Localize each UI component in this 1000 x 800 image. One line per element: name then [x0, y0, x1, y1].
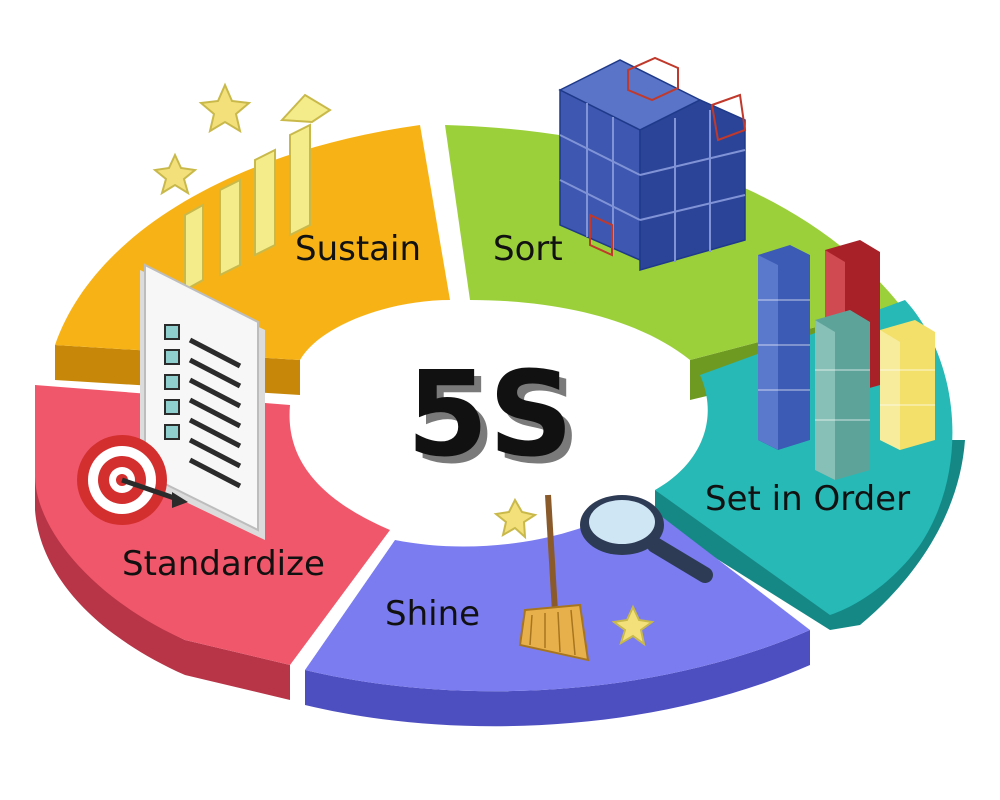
svg-text:5S: 5S — [413, 352, 580, 490]
segment-standardize-side — [35, 475, 290, 700]
target-icon — [77, 435, 188, 525]
cube-grid-icon — [558, 56, 747, 271]
growth-chart-stars-icon — [152, 82, 332, 292]
segment-label-standardize: Standardize — [122, 544, 325, 584]
segment-label-sort: Sort — [493, 229, 563, 269]
magnifier-icon — [580, 495, 713, 583]
stacked-blocks-icon — [758, 240, 935, 480]
segment-label-sustain: Sustain — [295, 229, 421, 269]
center-title-text: 5S — [406, 345, 573, 483]
segment-label-set-in-order: Set in Order — [705, 479, 910, 519]
segment-shine — [305, 500, 810, 727]
center-title: 5S 5S — [406, 345, 580, 490]
broom-magnifier-icon — [493, 494, 713, 662]
segment-set-in-order-side — [655, 490, 830, 630]
segment-shine-side — [305, 630, 810, 727]
segment-label-shine: Shine — [385, 594, 480, 634]
segment-shine-top — [305, 500, 810, 692]
checklist-target-icon — [77, 263, 265, 540]
